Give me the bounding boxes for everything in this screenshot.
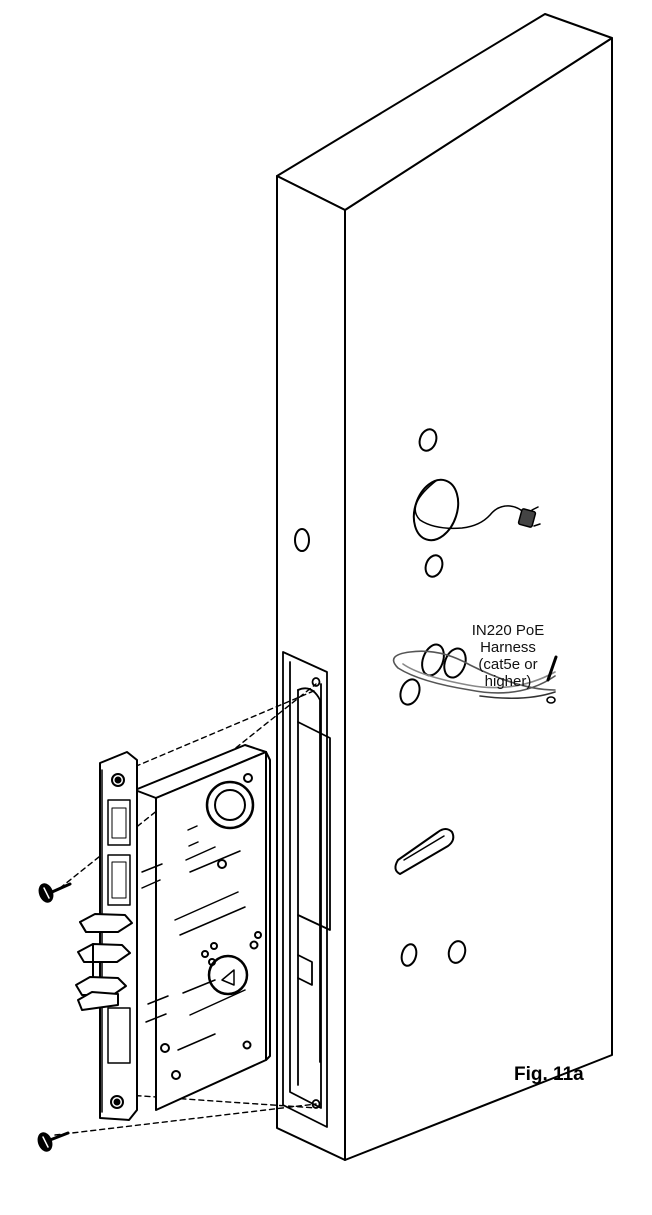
lock-faceplate [99,751,138,1121]
harness-label-line4: higher) [484,673,532,690]
poe-harness [392,650,558,704]
hole-top [418,428,438,452]
edge-bore-hole [294,528,310,552]
hole-low-left [400,943,418,967]
harness-label-line3: (cat5e or [478,656,538,673]
hole-harness-b [443,647,467,679]
hole-low-right [447,940,467,964]
mortise-lock-body [134,744,271,1111]
spindle-hub-top [205,780,255,830]
cylinder-slot [394,828,455,875]
latch-middle [77,943,131,963]
latch-bottom [75,976,127,996]
faceplate-screw-bottom [37,1131,70,1152]
faceplate-screw-top [38,882,72,903]
hole-harness-c [399,678,421,706]
lock-case-side [155,751,267,1111]
mortise-inner-step [297,721,331,931]
figure-caption: Fig. 11a [514,1064,584,1085]
harness-label-line1: IN220 PoE [471,622,545,639]
harness-plug [546,655,558,682]
cable-connector [517,508,537,528]
reader-cable [414,479,541,530]
latch-bolts [75,913,133,1011]
hole-mid [424,554,444,578]
door-slab [276,13,613,1161]
harness-label: IN220 PoE Harness (cat5e or higher) [448,622,568,690]
mortise-pocket [282,651,331,1128]
harness-label-line2: Harness [480,639,536,656]
spindle-hub-bottom [207,954,249,996]
door-face [344,37,613,1161]
